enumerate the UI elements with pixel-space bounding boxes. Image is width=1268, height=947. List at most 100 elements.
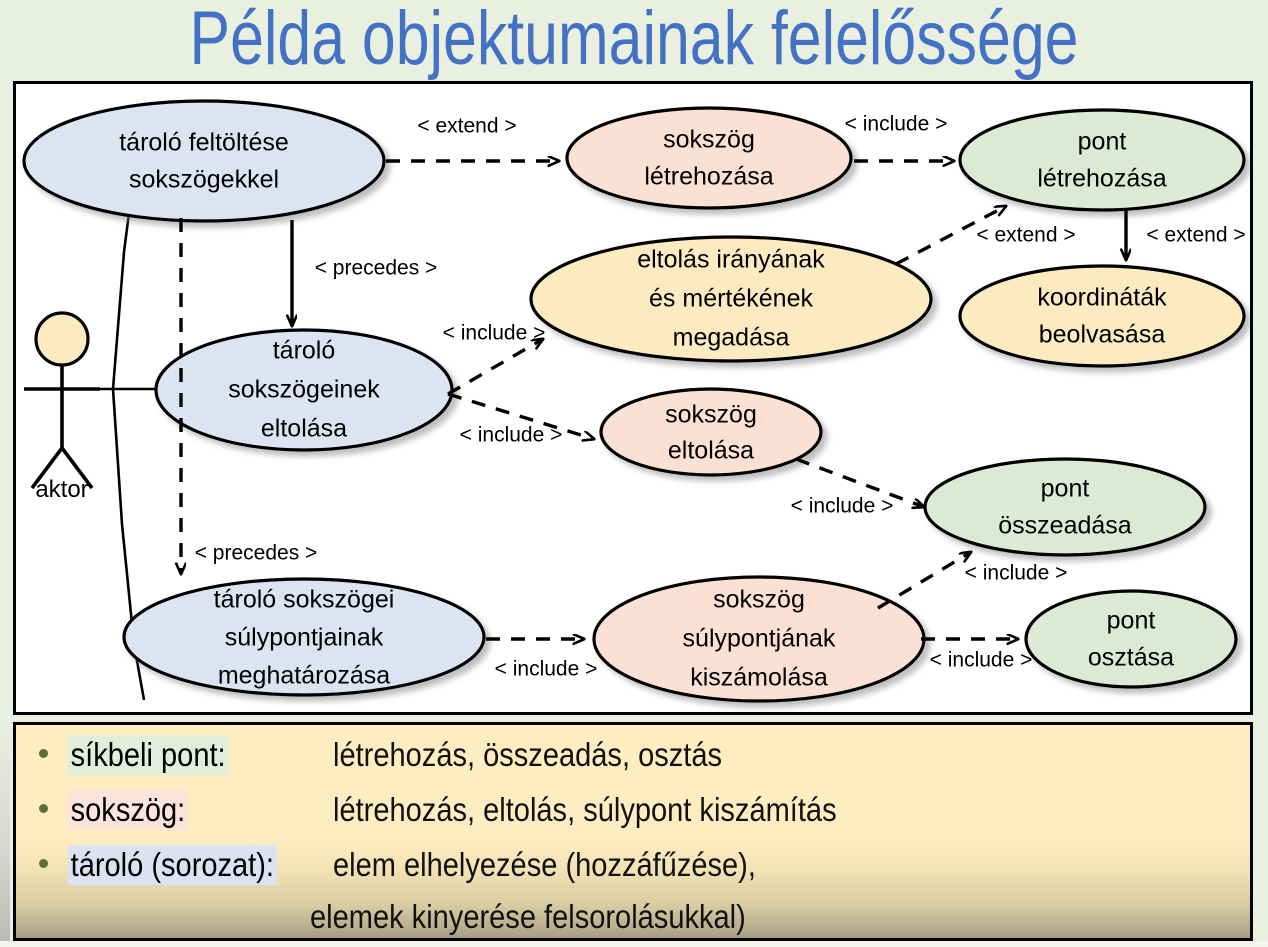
uc1-line-0: tároló feltöltése [119, 129, 289, 157]
edge-uc9-uc10: < include > [486, 639, 597, 681]
legend-term-polygon: sokszög: [68, 790, 188, 830]
edge-label-include-uc7-uc8: < include > [791, 495, 894, 518]
edge-label-precedes-uc1-uc9: < precedes > [195, 542, 318, 565]
legend-term-store: tároló (sorozat): [68, 845, 277, 885]
edge-line [895, 206, 1006, 266]
edge-label-include-uc10-uc11: < include > [930, 649, 1033, 672]
edge-label-extend-uc4-uc3: < extend > [976, 224, 1075, 247]
uc5-line-0: koordináták [1037, 284, 1167, 312]
use-case-ellipse [1024, 589, 1238, 689]
actor-label: aktor [35, 476, 88, 503]
edge-uc1-uc6: < precedes > [292, 220, 437, 326]
uc5-line-1: beolvasása [1039, 321, 1166, 349]
legend-term-slot: síkbeli pont: [68, 735, 333, 775]
actor[interactable]: aktor [24, 311, 100, 503]
edge-label-include-uc6-uc7: < include > [460, 424, 563, 447]
use-case-ellipse [958, 264, 1246, 368]
uc6-line-1: sokszögeinek [228, 376, 380, 404]
edge-line [877, 552, 971, 610]
use-case-uc7[interactable]: sokszög eltolása [599, 387, 823, 477]
use-case-uc8[interactable]: pont összeadása [923, 457, 1207, 557]
uc11-line-1: osztása [1088, 644, 1174, 672]
assoc-actor-uc9 [111, 388, 146, 701]
legend-desc-store: elem elhelyezése (hozzáfűzése), [333, 846, 756, 883]
actor-leg-right [60, 446, 94, 490]
legend-item-polygon: sokszög: létrehozás, eltolás, súlypont k… [16, 790, 905, 830]
edge-label-precedes-uc1-uc6: < precedes > [315, 257, 438, 280]
uc3-line-0: pont [1078, 128, 1127, 156]
edge-uc1-uc9: < precedes > [181, 218, 317, 574]
edge-line [447, 339, 543, 396]
use-case-uc9[interactable]: tároló sokszögei súlypontjainak meghatár… [122, 577, 486, 697]
edge-uc6-uc7: < include > [447, 392, 594, 447]
uc8-line-1: összeadása [998, 512, 1132, 540]
edge-label-include-uc9-uc10: < include > [495, 658, 598, 681]
actor-head-icon [34, 311, 90, 367]
edge-uc10-uc8: < include > [877, 552, 1068, 610]
legend-term-slot: sokszög: [68, 790, 333, 830]
use-case-uc10[interactable]: sokszög súlypontjának kiszámolása [592, 575, 926, 703]
legend-term-point: síkbeli pont: [68, 735, 229, 775]
edge-uc10-uc11: < include > [921, 639, 1032, 672]
use-case-ellipse [529, 235, 933, 363]
legend-desc-polygon: létrehozás, eltolás, súlypont kiszámítás [333, 791, 837, 828]
uc11-line-0: pont [1107, 607, 1156, 635]
use-case-uc2[interactable]: sokszög létrehozása [565, 106, 853, 210]
use-case-uc6[interactable]: tároló sokszögeinek eltolása [154, 328, 454, 452]
uc9-line-0: tároló sokszögei [214, 586, 395, 614]
page-title: Példa objektumainak felelőssége [189, 0, 1079, 81]
use-case-ellipse [565, 106, 853, 210]
use-case-ellipse [958, 108, 1246, 212]
edge-uc6-uc4: < include > [443, 322, 546, 396]
uc10-line-2: kiszámolása [690, 664, 828, 692]
edge-uc2-uc3: < include > [845, 113, 954, 161]
use-case-ellipse [923, 457, 1207, 557]
uc4-line-2: megadása [673, 324, 790, 352]
uc2-line-1: létrehozása [644, 163, 773, 191]
uc4-line-0: eltolás irányának [637, 246, 825, 274]
legend-item-store-continuation: elemek kinyerése felsorolásukkal) [16, 898, 805, 936]
legend-item-store: tároló (sorozat): elem elhelyezése (hozz… [16, 845, 814, 885]
edge-uc7-uc8: < include > [791, 457, 924, 518]
use-case-diagram-frame: aktor tároló feltöltése sokszögekkel sok… [13, 81, 1253, 715]
edge-label-extend-uc1-uc2: < extend > [417, 115, 516, 138]
edge-label-include-uc2-uc3: < include > [845, 113, 948, 136]
edge-uc1-uc2: < extend > [386, 115, 559, 161]
uc6-line-0: tároló [273, 337, 336, 365]
edge-uc3-uc5: < extend > [1126, 210, 1246, 260]
edge-label-include-uc10-uc8: < include > [965, 562, 1068, 585]
edge-label-include-uc6-uc4: < include > [443, 322, 546, 345]
page-left-edge [0, 722, 10, 947]
use-case-uc3[interactable]: pont létrehozása [958, 108, 1246, 212]
uc4-line-1: és mértékének [649, 285, 813, 313]
use-case-uc11[interactable]: pont osztása [1024, 589, 1238, 689]
uc3-line-1: létrehozása [1037, 165, 1166, 193]
use-case-ellipse [22, 99, 386, 223]
bullet-icon [39, 804, 48, 813]
uc1-line-1: sokszögekkel [129, 166, 279, 194]
edge-uc4-uc3: < extend > [895, 206, 1076, 266]
use-case-ellipse [122, 577, 486, 697]
uc9-line-1: súlypontjainak [225, 624, 384, 652]
legend-panel: síkbeli pont: létrehozás, összeadás, osz… [13, 722, 1253, 941]
uc6-line-2: eltolása [261, 415, 347, 443]
uc7-line-1: eltolása [668, 437, 754, 465]
use-case-ellipse [599, 387, 823, 477]
uc9-line-2: meghatározása [218, 662, 390, 690]
bullet-icon [39, 859, 48, 868]
uc2-line-0: sokszög [663, 126, 755, 154]
bullet-icon [39, 749, 48, 758]
edge-line [447, 392, 594, 439]
actor-leg-left [30, 446, 64, 490]
legend-term-slot: tároló (sorozat): [68, 845, 333, 885]
page-bottom-strip [0, 941, 1268, 947]
legend-desc-point: létrehozás, összeadás, osztás [333, 736, 723, 773]
use-case-uc1[interactable]: tároló feltöltése sokszögekkel [22, 99, 386, 223]
use-case-uc4[interactable]: eltolás irányának és mértékének megadása [529, 235, 933, 363]
uc10-line-0: sokszög [713, 586, 805, 614]
legend-item-point: síkbeli pont: létrehozás, összeadás, osz… [16, 735, 775, 775]
uc8-line-0: pont [1041, 475, 1090, 503]
use-case-diagram: aktor tároló feltöltése sokszögekkel sok… [22, 99, 1246, 703]
uc10-line-1: súlypontjának [683, 625, 836, 653]
use-case-uc5[interactable]: koordináták beolvasása [958, 264, 1246, 368]
